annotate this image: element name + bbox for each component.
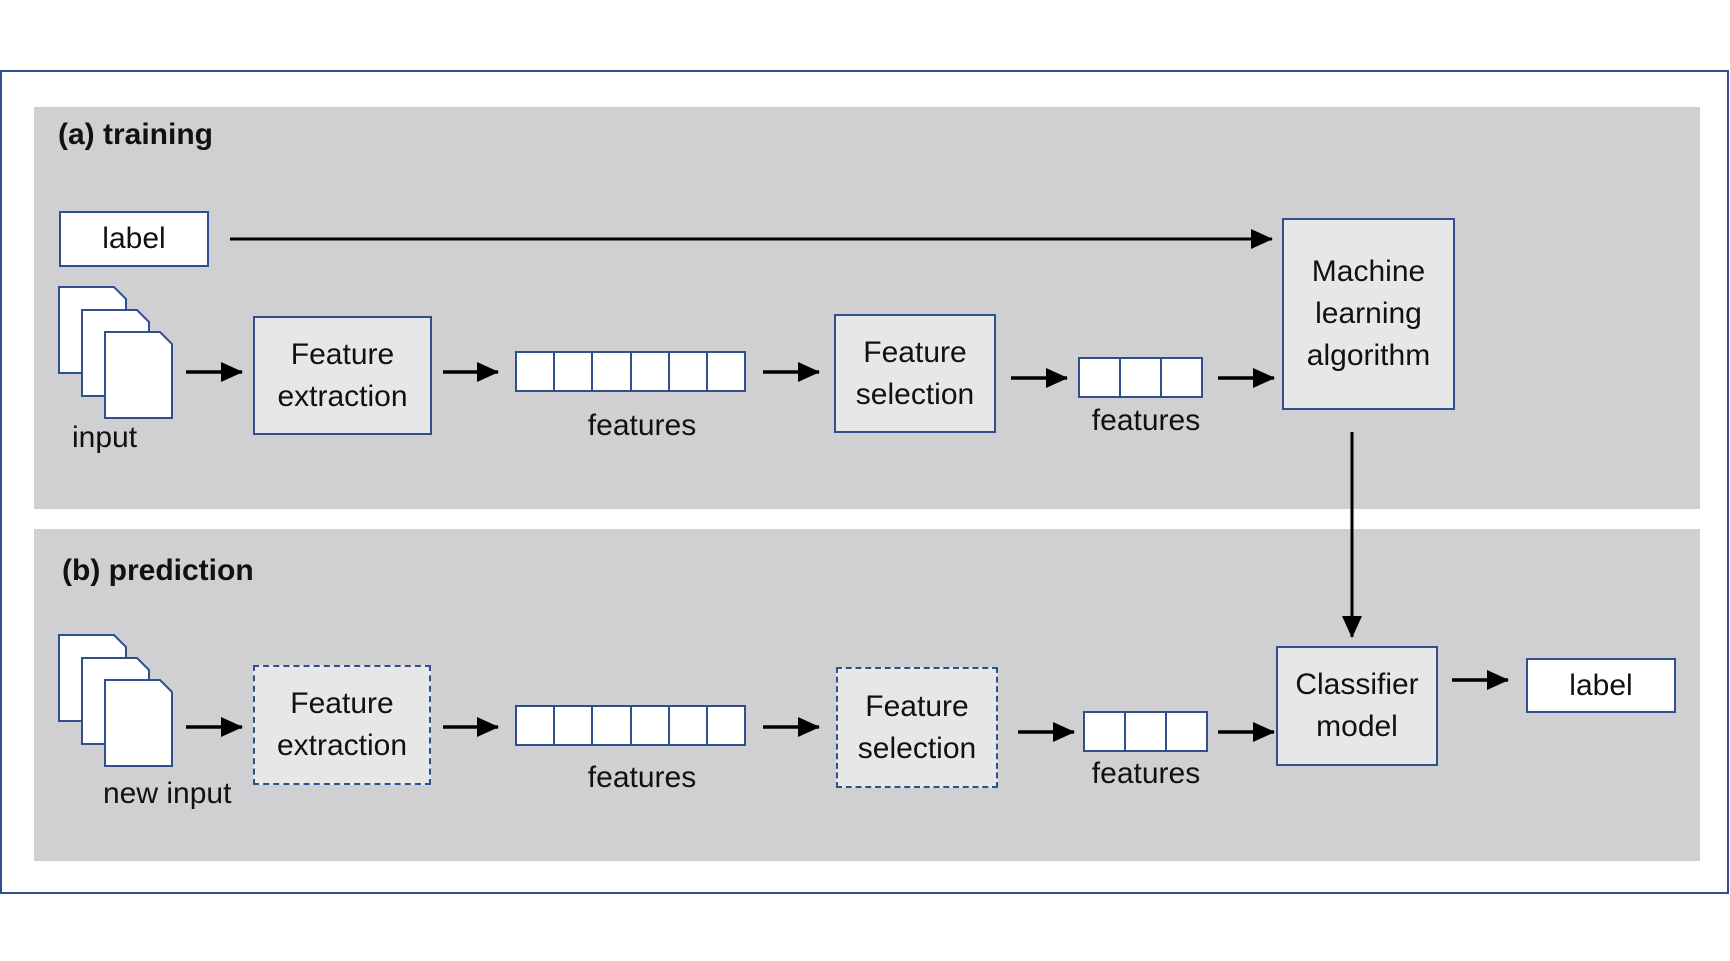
prediction-feature-extraction-box: Feature extraction xyxy=(253,665,431,785)
ml-algorithm-line3: algorithm xyxy=(1306,339,1431,372)
prediction-features-short-label: features xyxy=(1091,757,1201,790)
training-feature-selection-box: Feature selection xyxy=(834,314,996,433)
prediction-title: (b) prediction xyxy=(62,554,254,587)
classifier-line1: Classifier xyxy=(1295,668,1419,701)
pred-feature-selection-line1: Feature xyxy=(865,689,969,723)
feature-extraction-line2: extraction xyxy=(277,379,408,413)
prediction-feature-selection-box: Feature selection xyxy=(836,667,998,788)
training-label-box: label xyxy=(59,211,209,267)
prediction-feature-vector-long xyxy=(515,705,746,746)
training-label-text: label xyxy=(102,222,166,255)
training-title: (a) training xyxy=(58,118,213,151)
feature-selection-line1: Feature xyxy=(863,335,967,369)
ml-algorithm-box: Machine learning algorithm xyxy=(1282,218,1455,410)
classifier-line2: model xyxy=(1316,710,1398,743)
ml-algorithm-line2: learning xyxy=(1315,297,1422,330)
classifier-model-box: Classifier model xyxy=(1276,646,1438,766)
training-feature-vector-long xyxy=(515,351,746,392)
document-stack-icon-prediction xyxy=(58,634,178,770)
training-input-label: input xyxy=(72,421,138,454)
training-features-short-label: features xyxy=(1091,404,1201,437)
training-feature-extraction-box: Feature extraction xyxy=(253,316,432,435)
prediction-features-long-label: features xyxy=(587,761,697,794)
prediction-label-box: label xyxy=(1526,658,1676,713)
ml-algorithm-line1: Machine xyxy=(1311,255,1426,288)
prediction-feature-vector-short xyxy=(1083,711,1208,752)
pred-feature-extraction-line1: Feature xyxy=(290,687,394,720)
pred-feature-extraction-line2: extraction xyxy=(276,729,408,762)
training-feature-vector-short xyxy=(1078,357,1203,398)
document-stack-icon xyxy=(58,286,178,422)
prediction-input-label: new input xyxy=(103,777,232,810)
pred-feature-selection-line2: selection xyxy=(857,731,977,765)
feature-selection-line2: selection xyxy=(855,377,975,411)
training-features-long-label: features xyxy=(587,409,697,442)
prediction-label-text: label xyxy=(1569,668,1633,702)
feature-extraction-line1: Feature xyxy=(290,337,395,371)
